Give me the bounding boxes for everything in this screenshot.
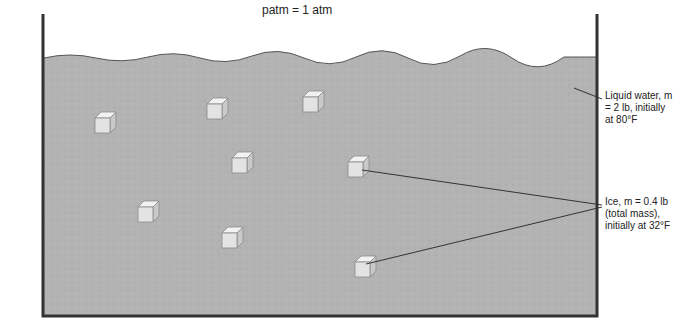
- ice-cube: [222, 227, 243, 248]
- ice-label: Ice, m = 0.4 lb (total mass), initially …: [605, 196, 675, 232]
- pressure-label: patm = 1 atm: [262, 3, 332, 17]
- water-label: Liquid water, m = 2 lb, initially at 80°…: [605, 90, 675, 126]
- ice-cube: [95, 112, 116, 133]
- ice-cube: [355, 256, 376, 277]
- leader-line: [574, 88, 602, 99]
- water-surface: [44, 48, 596, 66]
- leader-line: [362, 170, 602, 205]
- liquid-water: [44, 48, 596, 315]
- ice-cube: [232, 152, 253, 173]
- leader-line: [366, 207, 602, 264]
- ice-cube: [207, 98, 228, 119]
- container-wall: [43, 14, 597, 316]
- leader-lines: [362, 88, 602, 264]
- ice-cube: [303, 91, 324, 112]
- ice-cubes: [95, 91, 376, 277]
- ice-cube: [138, 201, 159, 222]
- ice-cube: [348, 156, 369, 177]
